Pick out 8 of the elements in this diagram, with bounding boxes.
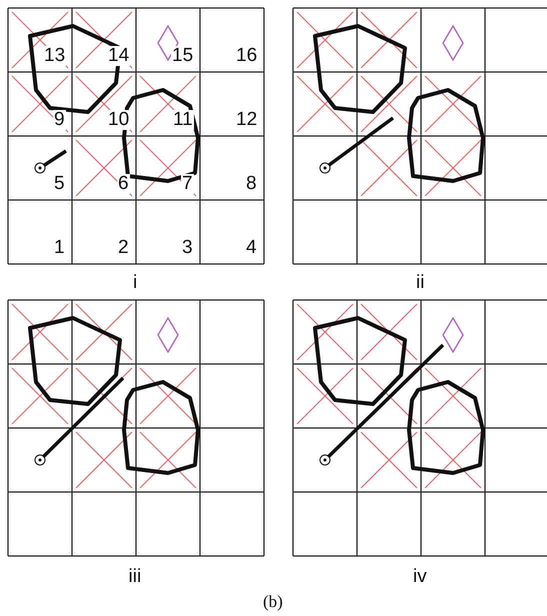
cell-number: 11 — [172, 110, 194, 130]
cell-number: 6 — [117, 174, 130, 194]
cell-number: 14 — [107, 46, 130, 66]
cell-number: 13 — [43, 46, 66, 66]
caption: (b) — [262, 592, 284, 612]
cell-number: 9 — [53, 110, 66, 130]
cell-number: 10 — [107, 110, 130, 130]
cell-number: 7 — [181, 174, 194, 194]
